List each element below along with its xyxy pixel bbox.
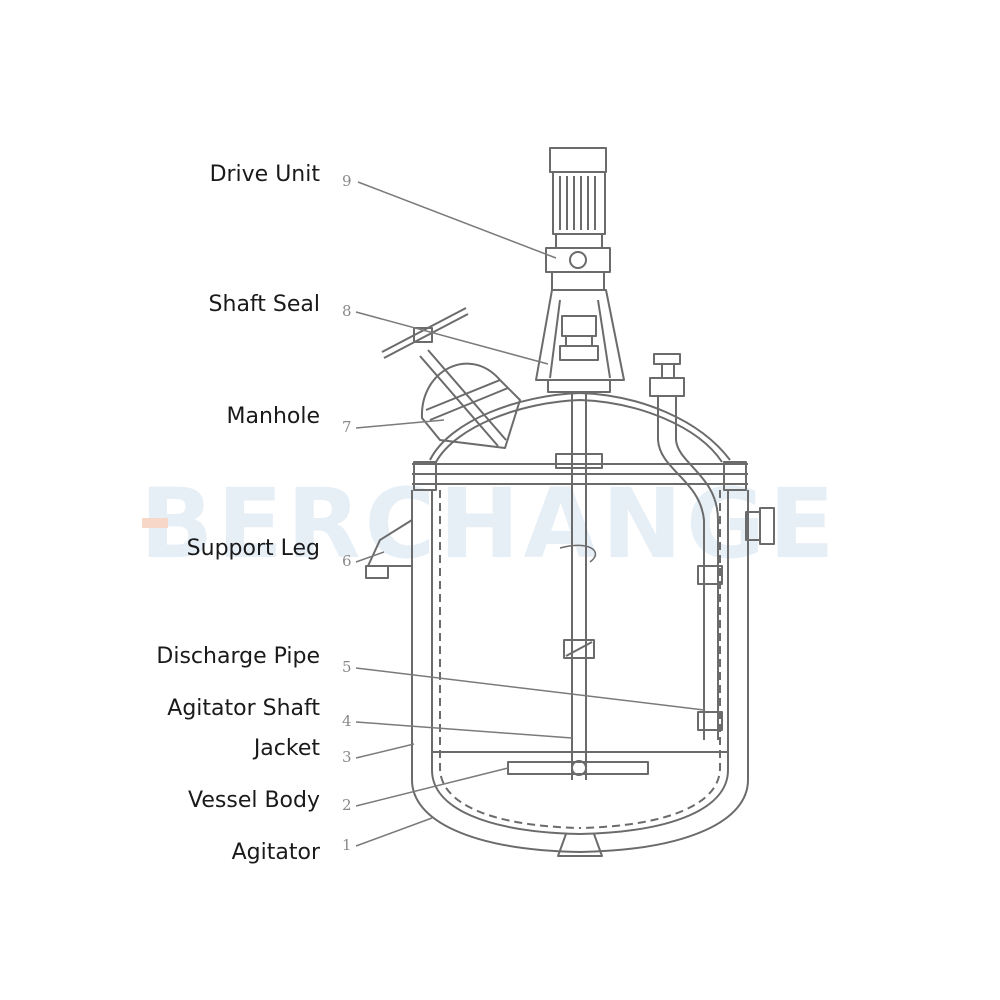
label-agitator-shaft: Agitator Shaft (167, 696, 320, 721)
label-support-leg: Support Leg (186, 536, 320, 561)
label-jacket: Jacket (253, 736, 320, 761)
label-manhole: Manhole (226, 404, 320, 429)
label-shaft-seal: Shaft Seal (208, 292, 320, 317)
manhole-drawing (381, 307, 521, 449)
drive-unit-drawing (545, 147, 611, 291)
agitator-shaft-drawing (555, 392, 603, 780)
support-leg-drawing (365, 519, 413, 579)
label-agitator: Agitator (231, 840, 320, 865)
part-number-7: 7 (342, 418, 352, 436)
watermark-accent (142, 518, 168, 528)
part-number-3: 3 (342, 748, 352, 766)
part-number-6: 6 (342, 552, 352, 570)
discharge-pipe-drawing (649, 353, 723, 740)
part-number-8: 8 (342, 302, 352, 320)
part-number-2: 2 (342, 796, 352, 814)
leader-lines (355, 181, 705, 847)
part-number-1: 1 (342, 836, 352, 854)
part-number-9: 9 (342, 172, 352, 190)
agitator-blade-drawing (507, 760, 649, 776)
part-number-5: 5 (342, 658, 352, 676)
part-number-4: 4 (342, 712, 352, 730)
label-drive-unit: Drive Unit (209, 162, 320, 187)
label-discharge-pipe: Discharge Pipe (156, 644, 320, 669)
shaft-seal-drawing (535, 289, 625, 393)
label-vessel-body: Vessel Body (188, 788, 320, 813)
